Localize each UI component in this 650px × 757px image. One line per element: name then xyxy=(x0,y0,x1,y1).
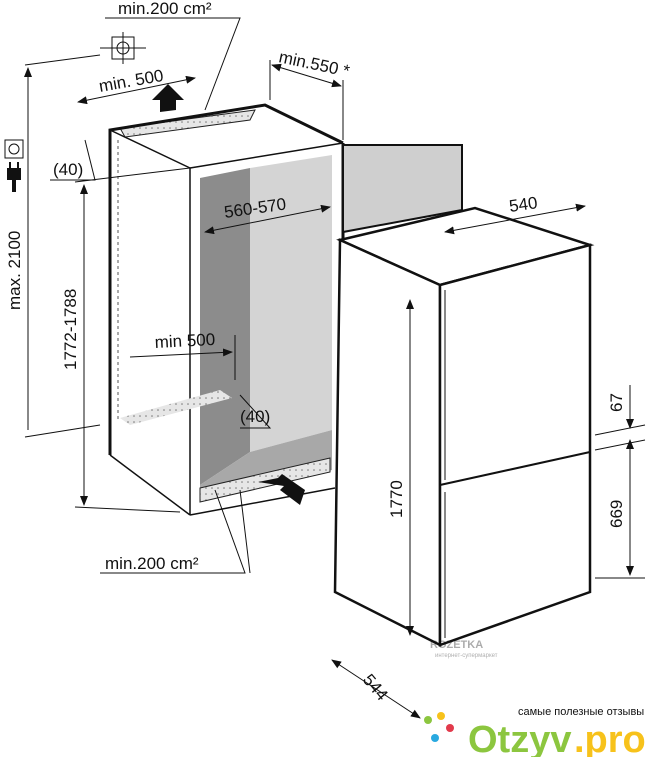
bottom-vent xyxy=(199,457,331,503)
airflow-in-arrow-icon xyxy=(258,474,305,505)
niche xyxy=(108,103,345,516)
svg-text:интернет-супермаркет: интернет-супермаркет xyxy=(435,653,498,659)
svg-text:ROZETKA: ROZETKA xyxy=(430,639,483,651)
lower-section-height-label: 669 xyxy=(607,500,626,528)
niche-height-label: 1772-1788 xyxy=(61,289,80,370)
bottom-min-500-label: min 500 xyxy=(154,330,215,352)
appliance-height-label: 1770 xyxy=(387,480,406,518)
appliance-depth-label: 544 xyxy=(359,670,392,704)
plug-icon xyxy=(7,162,21,192)
top-depth-40-label: (40) xyxy=(53,160,83,179)
rozetka-watermark: ROZETKA интернет-супермаркет xyxy=(430,639,498,659)
bottom-depth-40-label: (40) xyxy=(240,407,270,426)
divider-height-label: 67 xyxy=(607,393,626,412)
bottom-vent-left xyxy=(120,390,232,425)
otzyv-tld: .pro xyxy=(574,719,646,757)
otzyv-tagline: самые полезные отзывы xyxy=(518,706,644,718)
otzyv-logo: самые полезные отзывы Otzyv .pro xyxy=(424,706,646,757)
appliance xyxy=(333,206,595,648)
airflow-arrow-icon xyxy=(152,84,184,112)
socket-icon xyxy=(4,139,24,159)
water-connection-icon xyxy=(100,32,146,64)
appliance-width-label: 540 xyxy=(508,193,539,216)
niche-left-wall xyxy=(200,168,250,485)
otzyv-brand: Otzyv xyxy=(468,719,571,757)
top-vent-area-label: min.200 cm² xyxy=(118,0,212,18)
door-clearance-label: min.550 * xyxy=(277,47,352,81)
max-height-label: max. 2100 xyxy=(5,231,24,310)
top-vent xyxy=(119,109,256,138)
bottom-vent-area-label: min.200 cm² xyxy=(105,554,199,573)
